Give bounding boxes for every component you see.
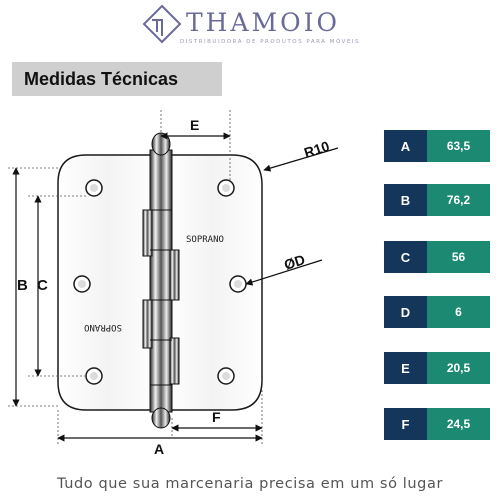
brand-diamond-icon xyxy=(142,4,182,44)
label-b: B xyxy=(17,277,28,294)
measure-row-a: A 63,5 xyxy=(384,130,490,162)
hinge-bottom-finial xyxy=(151,407,171,429)
measure-value: 6 xyxy=(427,296,490,328)
measure-row-b: B 76,2 xyxy=(384,184,490,216)
measure-value: 56 xyxy=(427,241,490,273)
hinge-right-leaf xyxy=(163,154,263,411)
footer-slogan: Tudo que sua marcenaria precisa em um só… xyxy=(56,476,444,492)
label-e: E xyxy=(190,117,199,133)
measure-key: C xyxy=(384,241,427,273)
measure-row-c: C 56 xyxy=(384,241,490,273)
measure-value: 20,5 xyxy=(427,352,490,384)
label-d: ØD xyxy=(282,251,307,273)
radius-leader xyxy=(263,147,339,172)
measure-value: 63,5 xyxy=(427,130,490,162)
diameter-leader xyxy=(245,259,323,286)
measure-value: 76,2 xyxy=(427,184,490,216)
hinge-knuckle xyxy=(149,149,173,413)
stamp-right: SOPRANO xyxy=(186,235,224,245)
measure-row-e: E 20,5 xyxy=(384,352,490,384)
section-title: Medidas Técnicas xyxy=(24,69,179,89)
measure-key: F xyxy=(384,408,427,440)
measure-value: 24,5 xyxy=(427,408,490,440)
measure-key: E xyxy=(384,352,427,384)
measure-row-f: F 24,5 xyxy=(384,408,490,440)
label-a: A xyxy=(154,441,164,457)
measure-key: A xyxy=(384,130,427,162)
measure-key: B xyxy=(384,184,427,216)
stamp-left: SOPRANO xyxy=(84,322,122,332)
section-header: Medidas Técnicas xyxy=(12,62,222,96)
measure-row-d: D 6 xyxy=(384,296,490,328)
brand-name: THAMOIO xyxy=(186,8,340,37)
brand-tagline: DISTRIBUIDORA DE PRODUTOS PARA MÓVEIS xyxy=(180,39,361,45)
hinge-technical-drawing: SOPRANO SOPRANO B C E R10 ØD A F xyxy=(8,110,339,457)
label-radius: R10 xyxy=(302,138,332,161)
hinge-left-leaf xyxy=(57,154,159,411)
label-c: C xyxy=(37,277,48,294)
measure-key: D xyxy=(384,296,427,328)
label-f: F xyxy=(212,409,221,425)
brand-logo: THAMOIO DISTRIBUIDORA DE PRODUTOS PARA M… xyxy=(140,4,359,50)
